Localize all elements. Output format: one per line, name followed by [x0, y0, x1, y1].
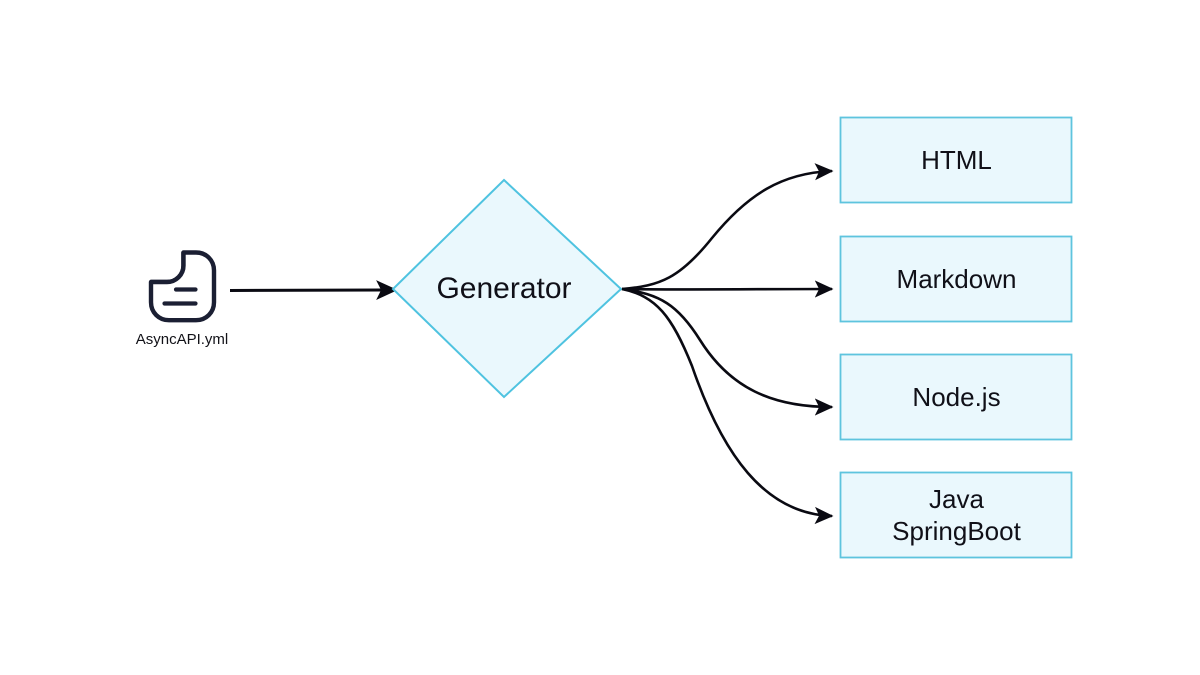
source-file-caption: AsyncAPI.yml	[135, 331, 229, 348]
connector-generator-to-nodejs	[621, 287, 834, 416]
connector-source-to-generator	[229, 280, 398, 300]
output-box-java-springboot[interactable]	[839, 471, 1073, 559]
document-file-icon	[148, 250, 217, 323]
output-box-nodejs[interactable]	[839, 353, 1073, 441]
generator-diamond[interactable]	[391, 178, 623, 399]
connector-generator-to-html	[621, 163, 834, 291]
output-box-markdown[interactable]	[839, 235, 1073, 323]
connector-generator-to-java	[621, 287, 834, 525]
output-box-html[interactable]	[839, 116, 1073, 204]
